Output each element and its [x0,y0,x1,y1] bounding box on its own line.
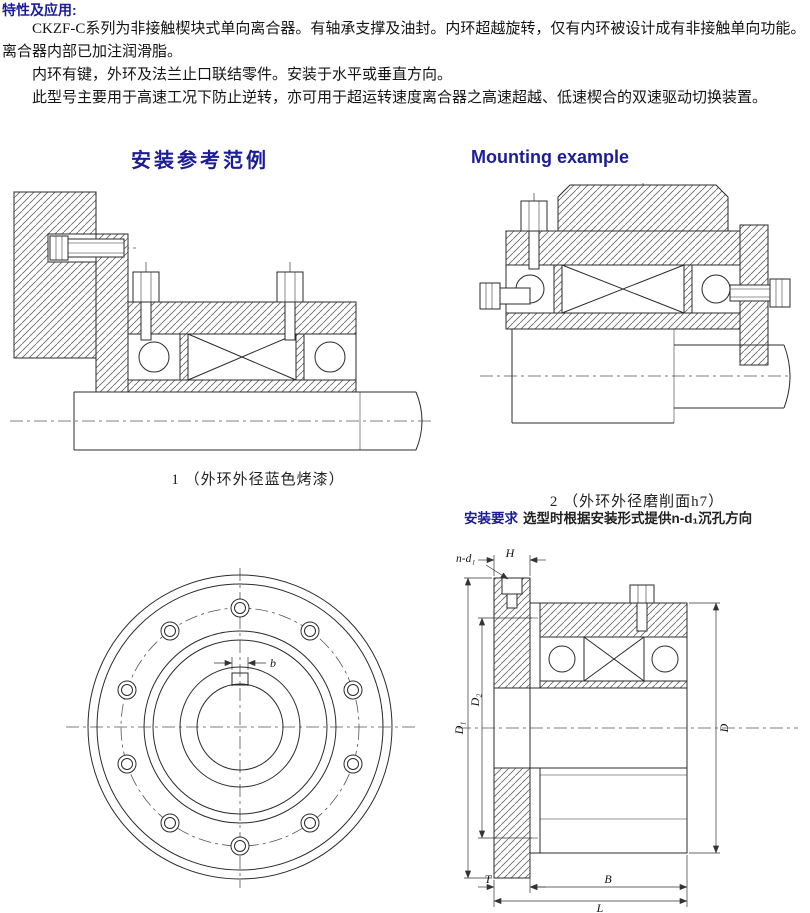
drawing-mounting-1 [10,191,434,451]
sprag-cage [553,264,693,314]
bolt-hole [230,836,250,856]
bolt-hole [117,754,137,774]
intro-text: CKZF-C系列为非接触楔块式单向离合器。有轴承支撑及油封。内环超越旋转，仅有内… [2,18,808,110]
heading-installation-example-cn: 安装参考范例 [131,150,269,172]
cap-screw-top [629,584,655,632]
paragraph: 此型号主要用于高速工况下防止逆转，亦可用于超运转速度离合器之高速超越、低速楔合的… [32,90,768,106]
cap-screw-top [520,200,548,270]
bolt-left [479,282,531,310]
bearing-left [127,333,181,381]
sprag-cage [583,636,645,682]
bearing-right [303,333,357,381]
bolt-hole [160,813,180,833]
dim-label-b: b [270,656,276,670]
bolt-hole [300,621,320,641]
requirement-label: 安装要求 [464,511,518,526]
sprag-cage [179,333,305,381]
bolt-hole [300,813,320,833]
bolt-hole [117,680,137,700]
dimensions: n-d₁ H D₁ D₂ D T B [452,546,731,913]
mounted-block [557,184,729,232]
mounting-requirement: 安装要求选型时根据安装形式提供n-d₁沉孔方向 [464,507,752,527]
paragraph: 内环有键，外环及法兰止口联结零件。安装于水平或垂直方向。 [32,67,453,83]
keyway [231,672,249,686]
inner-ring [127,379,357,393]
bearing-right [643,636,688,682]
bolt-hole [343,680,363,700]
dim-label-L: L [596,901,604,913]
bore-circle [196,683,284,771]
bolt-hole [160,621,180,641]
requirement-text: 选型时根据安装形式提供n-d₁沉孔方向 [523,511,753,526]
dim-label-D1: D₁ [452,722,466,736]
heading-mounting-example-en: Mounting example [470,147,629,167]
paragraph: CKZF-C系列为非接触楔块式单向离合器。有轴承支撑及油封。内环超越旋转，仅有内… [2,21,806,60]
dim-label-D: D [717,723,731,733]
outer-ring [127,301,357,335]
cap-screw-left [132,271,160,341]
cap-screw-right [276,271,304,341]
dim-label-T: T [485,872,493,886]
bearing-left [539,636,585,682]
shaft [73,391,423,451]
outer-ring [505,230,747,266]
counterbore-hole [501,577,523,609]
housing-wall [13,191,97,359]
dim-label-B: B [604,872,612,886]
drawing-side-view: n-d₁ H D₁ D₂ D T B [452,546,798,913]
flange-plate [95,233,129,393]
page-title: 特性及应用: [2,2,77,18]
bolt-hole [343,754,363,774]
bolt-right [729,278,791,308]
dim-label-n-d1: n-d₁ [456,553,475,565]
drawing-front-view: b [66,568,418,888]
bolt-hole [230,598,250,618]
dim-label-H: H [505,546,516,560]
drawing-mounting-2 [479,183,791,424]
drawing2-caption: 2 （外环外径磨削面h7） [549,494,725,510]
drawing1-caption: 1 （外环外径蓝色烤漆） [171,472,345,488]
inner-ring [505,312,741,330]
keyway-width-dimension: b [214,656,276,670]
shaft [511,329,791,424]
horizontal-bolt [47,233,125,263]
dim-label-D2: D₂ [468,694,482,708]
